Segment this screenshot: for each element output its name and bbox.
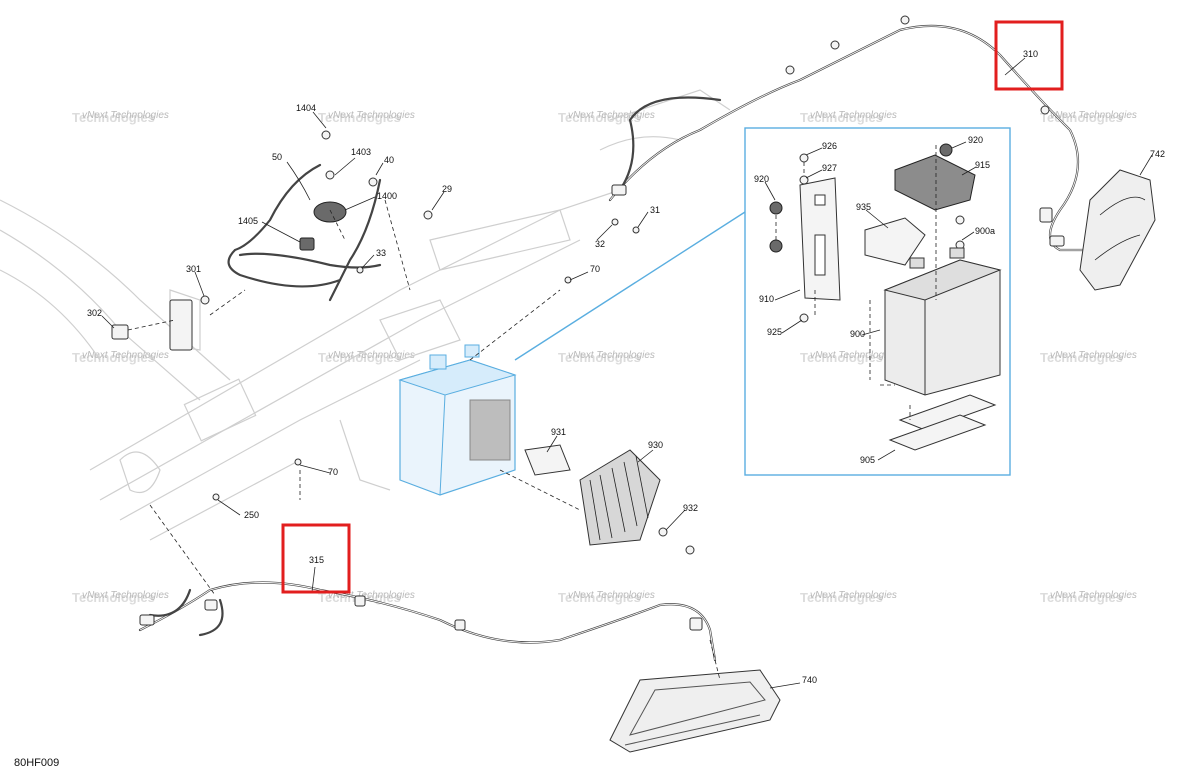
highlight-box-315 [281, 523, 351, 594]
callout-32: 32 [595, 239, 605, 249]
callout-302: 302 [87, 308, 102, 318]
watermark-text: vNext Technologies [568, 110, 655, 121]
watermark-bg: Technologies [72, 590, 155, 605]
watermark-text: vNext Technologies [568, 590, 655, 601]
callout-250: 250 [244, 510, 259, 520]
callout-29: 29 [442, 184, 452, 194]
watermark-text: vNext Technologies [568, 350, 655, 361]
battery-in-place [398, 344, 517, 496]
callout-931: 931 [551, 427, 566, 437]
callout-70-lower: 70 [328, 467, 338, 477]
headlight-742 [1079, 169, 1156, 291]
watermark-bg: Technologies [558, 350, 641, 365]
battery-detail-parts [769, 143, 1002, 451]
callout-1403: 1403 [351, 147, 371, 157]
watermark-text: vNext Technologies [810, 110, 897, 121]
watermark-text: vNext Technologies [328, 590, 415, 601]
watermark-bg: Technologies [800, 110, 883, 125]
watermark-bg: Technologies [800, 350, 883, 365]
highlight-box-310 [994, 20, 1064, 91]
main-harness [608, 15, 1087, 252]
callout-920-right: 920 [968, 135, 983, 145]
callout-910: 910 [759, 294, 774, 304]
diagram-code: 80HF009 [14, 757, 60, 769]
callout-40: 40 [384, 155, 394, 165]
watermark-bg: Technologies [558, 590, 641, 605]
watermark-bg: Technologies [1040, 350, 1123, 365]
callout-925: 925 [767, 327, 782, 337]
callout-900a: 900a [975, 226, 995, 236]
watermark-bg: Technologies [558, 110, 641, 125]
callout-920-left: 920 [754, 174, 769, 184]
watermark-text: vNext Technologies [328, 110, 415, 121]
watermark-bg: Technologies [72, 110, 155, 125]
watermark-text: vNext Technologies [82, 590, 169, 601]
watermark-text: vNext Technologies [1050, 350, 1137, 361]
callout-310: 310 [1023, 49, 1038, 59]
callout-935: 935 [856, 202, 871, 212]
callout-50: 50 [272, 152, 282, 162]
hardware-parts [111, 218, 640, 501]
watermark-bg: Technologies [1040, 590, 1123, 605]
callout-930: 930 [648, 440, 663, 450]
callout-1400: 1400 [377, 191, 397, 201]
callout-740: 740 [802, 675, 817, 685]
callout-301: 301 [186, 264, 201, 274]
watermark-bg: Technologies [318, 350, 401, 365]
watermark-text: vNext Technologies [810, 590, 897, 601]
watermark-text: vNext Technologies [82, 350, 169, 361]
callout-900: 900 [850, 329, 865, 339]
watermark-text: vNext Technologies [810, 350, 897, 361]
battery-cable-assembly [227, 130, 433, 302]
leader-lines [101, 57, 1153, 689]
watermark-text: vNext Technologies [82, 110, 169, 121]
callout-742: 742 [1150, 149, 1165, 159]
watermark-text: vNext Technologies [1050, 590, 1137, 601]
callout-1405: 1405 [238, 216, 258, 226]
highlight-boxes [281, 20, 1064, 594]
watermark-bg: Technologies [72, 350, 155, 365]
callout-315: 315 [309, 555, 324, 565]
watermark-text: vNext Technologies [1050, 110, 1137, 121]
callout-926: 926 [822, 141, 837, 151]
callout-31: 31 [650, 205, 660, 215]
voltage-regulator [499, 444, 695, 555]
battery-detail-frame [514, 127, 1011, 476]
callout-927: 927 [822, 163, 837, 173]
callout-932: 932 [683, 503, 698, 513]
callout-33: 33 [376, 248, 386, 258]
frame-ghost [0, 89, 731, 541]
callouts: 1404 50 1403 40 1400 29 1405 33 301 302 … [87, 49, 1165, 685]
callout-915: 915 [975, 160, 990, 170]
callout-70-upper: 70 [590, 264, 600, 274]
watermark-text: vNext Technologies [328, 350, 415, 361]
callout-1404: 1404 [296, 103, 316, 113]
watermark-bg: Technologies [800, 590, 883, 605]
callout-905: 905 [860, 455, 875, 465]
rear-harness [138, 581, 717, 662]
taillight-740 [609, 669, 781, 753]
watermark-bg: Technologies [318, 110, 401, 125]
